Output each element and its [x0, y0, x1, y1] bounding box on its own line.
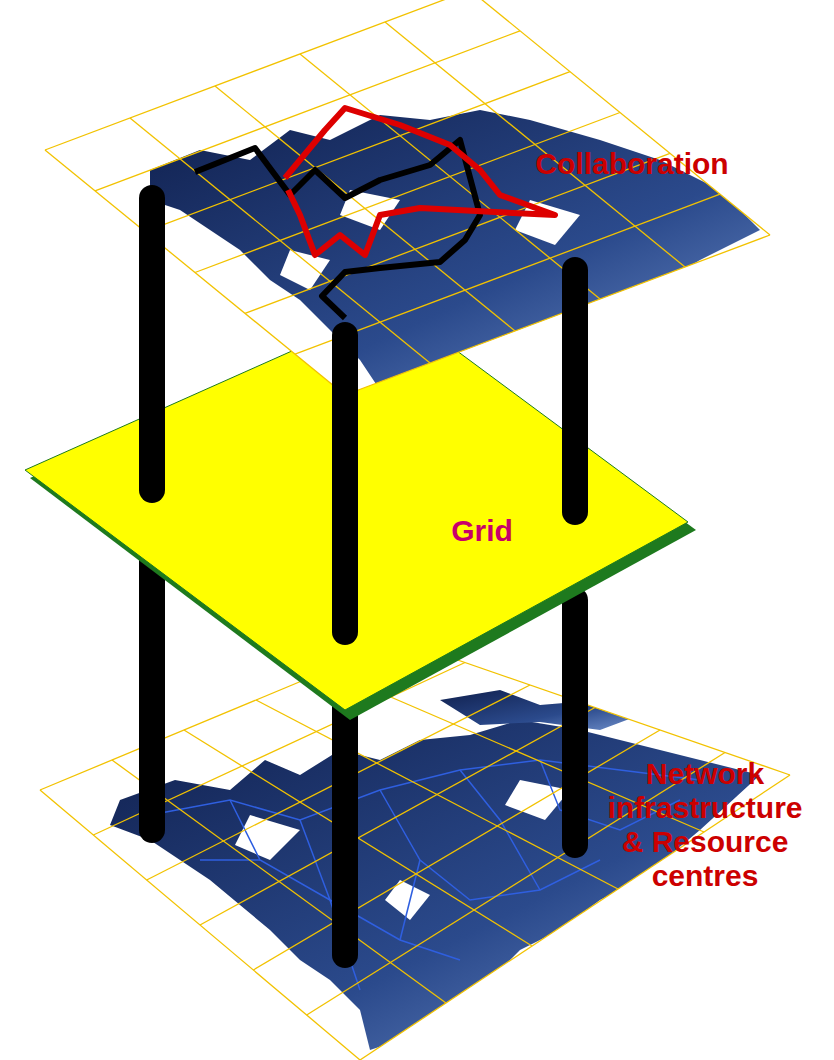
grid-label: Grid: [426, 514, 538, 548]
grid-line: [295, 194, 720, 354]
grid-line: [95, 31, 520, 191]
collaboration-label: Collaboration: [506, 147, 758, 181]
plane-node: Network infrastructure & Resource centre…: [590, 755, 820, 895]
black-collaboration-path: [195, 140, 480, 318]
red-collaboration-path: [285, 108, 555, 255]
upper-pillars: [152, 198, 575, 632]
grid-line: [195, 113, 620, 273]
plane-node: Collaboration: [502, 145, 762, 183]
plane-node: Grid: [422, 512, 542, 550]
grid-line: [200, 708, 595, 926]
grid-line: [345, 235, 770, 395]
grid-line: [253, 730, 660, 970]
grid-line: [145, 72, 570, 232]
network-label: Network infrastructure & Resource centre…: [594, 757, 816, 893]
